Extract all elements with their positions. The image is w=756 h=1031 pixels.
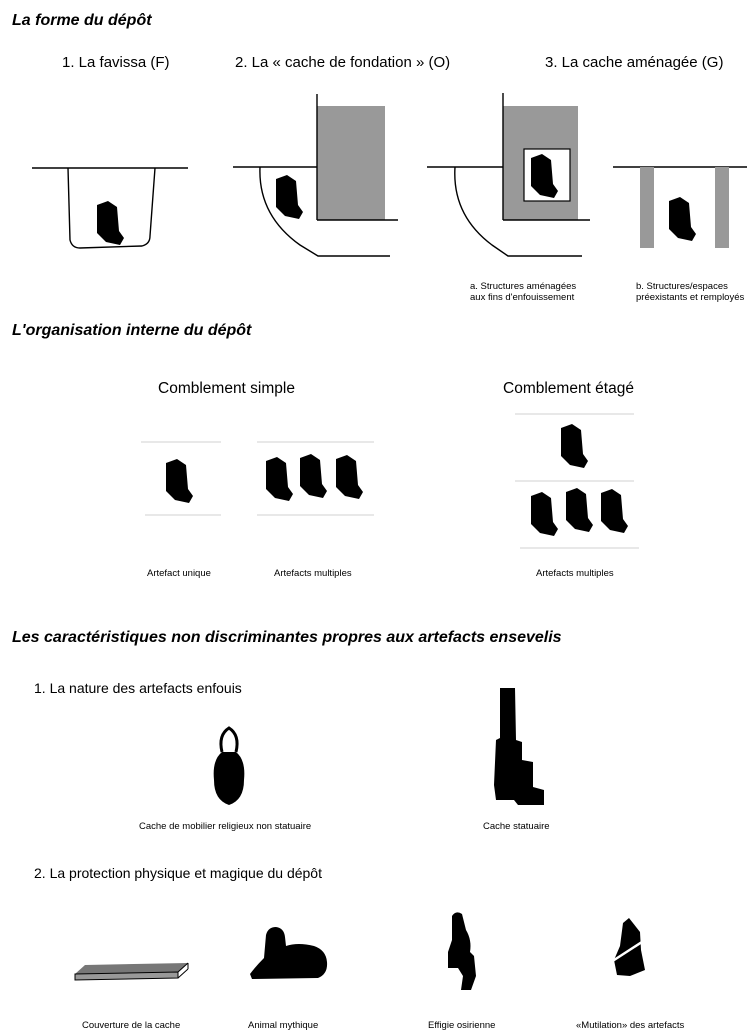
foundation-cache-diagram bbox=[233, 94, 398, 257]
favissa-diagram bbox=[32, 167, 188, 249]
section-heading-organisation: L'organisation interne du dépôt bbox=[12, 322, 252, 339]
caption-line: préexistants et remployés bbox=[636, 292, 745, 303]
multiple-artifact-icon bbox=[266, 457, 293, 501]
label-non-statuary-cache: Cache de mobilier religieux non statuair… bbox=[139, 821, 312, 832]
reused-wall-left bbox=[640, 167, 654, 248]
column-title-built-cache: 3. La cache aménagée (G) bbox=[545, 54, 724, 71]
caption-structures-a: a. Structures aménagées aux fins d'enfou… bbox=[470, 281, 576, 303]
reused-structure-diagram bbox=[613, 166, 747, 248]
slab-icon bbox=[74, 962, 189, 981]
title-simple-fill: Comblement simple bbox=[158, 380, 295, 397]
title-tiered-fill: Comblement étagé bbox=[503, 380, 634, 397]
caption-line: a. Structures aménagées bbox=[470, 281, 577, 292]
reused-wall-right bbox=[715, 167, 729, 248]
favissa-artifact-icon bbox=[97, 201, 124, 245]
caption-line: b. Structures/espaces bbox=[636, 281, 728, 292]
built-cache-diagram bbox=[427, 93, 590, 257]
label-unique-artifact: Artefact unique bbox=[147, 568, 211, 579]
caption-structures-b: b. Structures/espaces préexistants et re… bbox=[636, 281, 744, 303]
label-statuary-cache: Cache statuaire bbox=[483, 821, 550, 832]
tiered-artifact-icon bbox=[601, 489, 628, 533]
label-multiple-simple: Artefacts multiples bbox=[274, 568, 352, 579]
reused-artifact-icon bbox=[669, 197, 696, 241]
label-mutilation: «Mutilation» des artefacts bbox=[576, 1020, 685, 1031]
foundation-artifact-icon bbox=[276, 175, 303, 219]
single-artifact-icon bbox=[166, 459, 193, 503]
section-heading-characteristics: Les caractéristiques non discriminantes … bbox=[12, 629, 562, 646]
broken-statue-icon bbox=[610, 918, 646, 976]
label-osirian-effigy: Effigie osirienne bbox=[428, 1020, 496, 1031]
label-cover: Couverture de la cache bbox=[82, 1020, 181, 1031]
subheading-protection: 2. La protection physique et magique du … bbox=[34, 865, 322, 881]
caption-line: aux fins d'enfouissement bbox=[470, 292, 575, 303]
column-title-foundation: 2. La « cache de fondation » (O) bbox=[235, 54, 451, 71]
sphinx-icon bbox=[250, 927, 328, 979]
foundation-block bbox=[317, 106, 385, 220]
multiple-artifact-icon bbox=[300, 454, 327, 498]
fill-lines bbox=[141, 413, 639, 549]
tiered-artifact-icon bbox=[566, 488, 593, 532]
osirian-effigy-icon bbox=[448, 912, 476, 990]
vase-icon bbox=[213, 726, 245, 805]
label-multiple-tiered: Artefacts multiples bbox=[536, 568, 614, 579]
tiered-artifact-icon bbox=[531, 492, 558, 536]
subheading-nature: 1. La nature des artefacts enfouis bbox=[34, 680, 242, 696]
column-title-favissa: 1. La favissa (F) bbox=[62, 54, 170, 71]
tiered-artifact-icon bbox=[561, 424, 588, 468]
section-heading-form: La forme du dépôt bbox=[12, 12, 152, 29]
label-mythical-animal: Animal mythique bbox=[248, 1020, 319, 1031]
multiple-artifact-icon bbox=[336, 455, 363, 499]
statue-icon bbox=[494, 688, 544, 805]
